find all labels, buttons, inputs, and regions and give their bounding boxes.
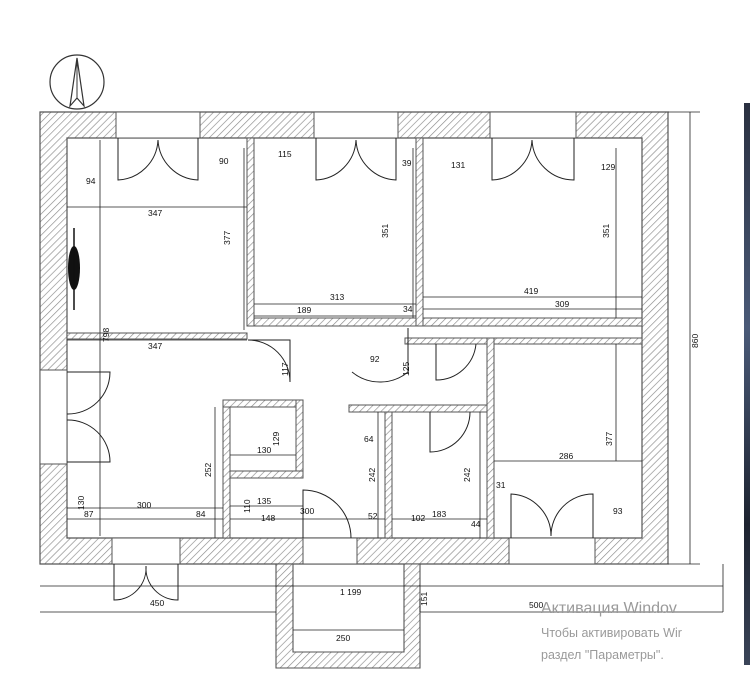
activation-watermark-line1: Чтобы активировать Wir	[541, 626, 682, 640]
adjacent-photo-edge	[744, 103, 750, 665]
dim-label: 64	[364, 434, 374, 444]
dim-label: 131	[451, 160, 465, 170]
outer-walls	[39, 111, 669, 565]
dim-label: 125	[401, 362, 411, 376]
dim-label: 242	[367, 468, 377, 482]
balcony	[275, 563, 421, 669]
radiator-icon	[68, 228, 80, 310]
dim-label: 450	[150, 598, 164, 608]
dim-label: 130	[257, 445, 271, 455]
dim-label: 309	[555, 299, 569, 309]
dim-label: 44	[471, 519, 481, 529]
dim-label: 151	[419, 592, 429, 606]
dim-label: 129	[271, 432, 281, 446]
dim-label: 92	[370, 354, 380, 364]
dim-label: 189	[297, 305, 311, 315]
activation-watermark-line2: раздел "Параметры".	[541, 648, 664, 662]
dim-label: 347	[148, 341, 162, 351]
dim-label: 500	[529, 600, 543, 610]
interior-walls	[66, 137, 643, 539]
dim-label: 377	[604, 432, 614, 446]
dim-label: 351	[601, 224, 611, 238]
dim-label: 102	[411, 513, 425, 523]
dim-label: 313	[330, 292, 344, 302]
dim-label: 300	[137, 500, 151, 510]
dim-label: 860	[690, 334, 700, 348]
dimension-lines	[40, 111, 724, 631]
dim-label: 94	[86, 176, 96, 186]
dim-label: 1 199	[340, 587, 362, 597]
dim-label: 148	[261, 513, 275, 523]
dim-label: 87	[84, 509, 94, 519]
dim-label: 129	[601, 162, 615, 172]
dimension-labels: 94 90 115 39 131 129 347 377 351 351 313…	[76, 149, 700, 643]
dim-label: 110	[242, 499, 252, 513]
dim-label: 135	[257, 496, 271, 506]
dim-label: 419	[524, 286, 538, 296]
dim-label: 798	[101, 328, 111, 342]
dim-label: 52	[368, 511, 378, 521]
dim-label: 183	[432, 509, 446, 519]
dim-label: 84	[196, 509, 206, 519]
north-arrow-icon	[49, 54, 105, 110]
dim-label: 115	[278, 149, 292, 159]
dim-label: 117	[280, 362, 290, 376]
dim-label: 93	[613, 506, 623, 516]
dim-label: 347	[148, 208, 162, 218]
dim-label: 90	[219, 156, 229, 166]
dim-label: 31	[496, 480, 506, 490]
dim-label: 351	[380, 224, 390, 238]
dim-label: 250	[336, 633, 350, 643]
dim-label: 34	[403, 304, 413, 314]
dim-label: 242	[462, 468, 472, 482]
activation-watermark-title: Активация Windov	[541, 600, 677, 617]
dim-label: 377	[222, 231, 232, 245]
dim-label: 130	[76, 496, 86, 510]
dim-label: 252	[203, 463, 213, 477]
dim-label: 39	[402, 158, 412, 168]
dim-label: 300	[300, 506, 314, 516]
dim-label: 286	[559, 451, 573, 461]
door-swings	[66, 138, 594, 601]
